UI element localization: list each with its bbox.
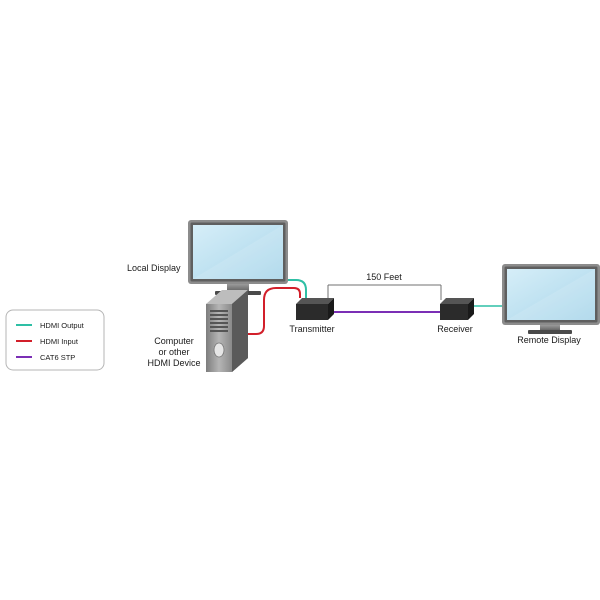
computer-tower bbox=[206, 290, 248, 372]
receiver-box bbox=[440, 298, 474, 320]
remote-display-monitor bbox=[502, 264, 600, 334]
computer-label-line1: Computer bbox=[154, 336, 194, 346]
remote-display-label: Remote Display bbox=[517, 335, 581, 345]
distance-bracket bbox=[327, 284, 442, 300]
legend-label-cat6: CAT6 STP bbox=[40, 353, 75, 362]
hdmi-input-cable bbox=[246, 287, 301, 335]
local-display-monitor bbox=[188, 220, 288, 295]
hdmi-output-cable-local bbox=[248, 279, 307, 298]
local-display-label: Local Display bbox=[127, 263, 181, 273]
computer-label-line2: or other bbox=[158, 347, 189, 357]
legend: HDMI Output HDMI Input CAT6 STP bbox=[5, 309, 105, 371]
legend-label-hdmi-input: HDMI Input bbox=[40, 337, 79, 346]
transmitter-label: Transmitter bbox=[289, 324, 334, 334]
receiver-label: Receiver bbox=[437, 324, 473, 334]
legend-label-hdmi-output: HDMI Output bbox=[40, 321, 85, 330]
distance-label: 150 Feet bbox=[366, 272, 402, 282]
transmitter-box bbox=[296, 298, 334, 320]
computer-label-line3: HDMI Device bbox=[147, 358, 200, 368]
